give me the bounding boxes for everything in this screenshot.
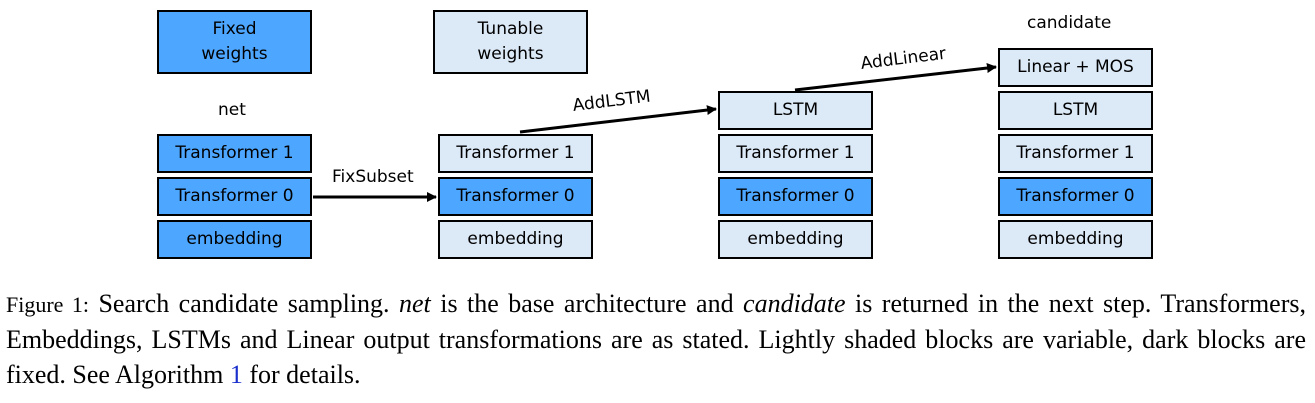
col3-embedding: embedding	[718, 220, 873, 259]
candidate-lstm: LSTM	[998, 91, 1153, 130]
candidate-embedding: embedding	[998, 220, 1153, 259]
legend-tunable-weights: Tunable weights	[433, 10, 588, 74]
legend-fixed-weights: Fixed weights	[157, 10, 312, 74]
net-transformer-0: Transformer 0	[157, 177, 312, 216]
net-embedding: embedding	[157, 220, 312, 259]
candidate-transformer-0: Transformer 0	[998, 177, 1153, 216]
addlstm-arrow	[519, 105, 717, 134]
net-transformer-1: Transformer 1	[157, 134, 312, 173]
candidate-linear-mos: Linear + MOS	[998, 48, 1153, 87]
caption-part4: for details.	[249, 360, 361, 389]
candidate-label: candidate	[1027, 13, 1112, 33]
caption-prefix: Figure 1:	[6, 292, 90, 317]
col3-transformer-0: Transformer 0	[718, 177, 873, 216]
fixsubset-label: FixSubset	[332, 167, 414, 187]
col3-transformer-1: Transformer 1	[718, 134, 873, 173]
caption-part3: is returned in the next step. Transforme…	[6, 289, 1306, 389]
col2-transformer-1: Transformer 1	[438, 134, 593, 173]
figure-caption: Figure 1: Search candidate sampling. net…	[6, 286, 1306, 392]
col2-embedding: embedding	[438, 220, 593, 259]
caption-part2: is the base architecture and	[440, 289, 734, 318]
arrows-layer	[313, 63, 997, 202]
caption-part1: Search candidate sampling.	[98, 289, 390, 318]
candidate-transformer-1: Transformer 1	[998, 134, 1153, 173]
addlinear-arrow	[794, 63, 997, 92]
col3-lstm: LSTM	[718, 91, 873, 130]
algorithm-ref-link[interactable]: 1	[229, 360, 243, 389]
caption-net: net	[399, 289, 431, 318]
caption-candidate: candidate	[743, 289, 846, 318]
col2-transformer-0: Transformer 0	[438, 177, 593, 216]
net-label: net	[218, 100, 246, 120]
